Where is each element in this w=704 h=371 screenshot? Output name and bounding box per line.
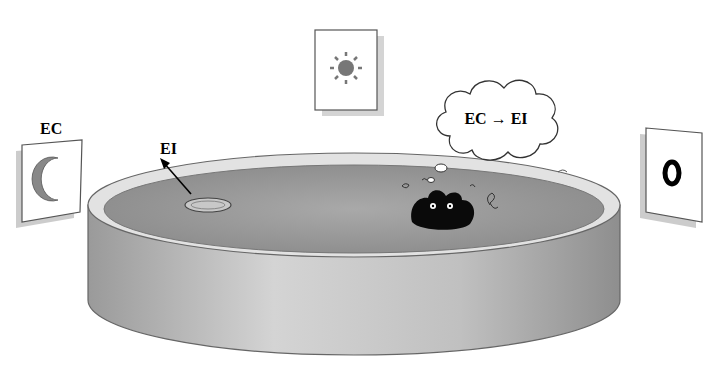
ring-cue-card	[640, 128, 702, 228]
sun-cue-card	[315, 30, 384, 116]
hidden-platform	[185, 198, 231, 212]
cue-label: EI	[160, 140, 177, 158]
rat-swimming	[402, 170, 567, 230]
cloud-text: EC → EI	[428, 110, 564, 128]
moon-cue-card	[16, 140, 82, 228]
thought-bubbles	[428, 164, 448, 183]
platform-rim	[191, 201, 225, 209]
cue-label: EC	[40, 120, 62, 138]
leader-arrow	[160, 158, 191, 194]
thought-cloud: EC → EI	[428, 74, 564, 164]
water-maze-pool	[88, 153, 620, 355]
